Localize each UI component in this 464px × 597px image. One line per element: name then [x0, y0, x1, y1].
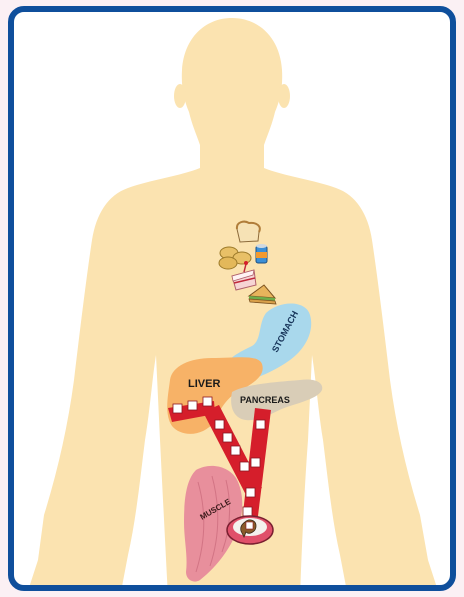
fat-cell-icon — [227, 516, 273, 544]
juice-can-icon — [256, 244, 267, 263]
glucose-cell-icon — [256, 420, 265, 429]
glucose-cell-icon — [223, 433, 232, 442]
glucose-cell-icon — [246, 488, 255, 497]
glucose-cell-icon — [188, 401, 197, 410]
glucose-cell-icon — [240, 462, 249, 471]
glucose-cell-icon — [231, 446, 240, 455]
glucose-cell-icon — [203, 397, 212, 406]
glucose-cell-icon — [243, 507, 252, 516]
liver-label: LIVER — [188, 378, 220, 390]
pancreas-label: PANCREAS — [240, 395, 290, 405]
glucose-cell-icon — [215, 420, 224, 429]
bread-icon — [237, 222, 260, 242]
glucose-cell-icon — [251, 458, 260, 467]
diagram-frame: STOMACH LIVER PANCREAS MUSCLE — [8, 6, 456, 591]
body-diagram: STOMACH LIVER PANCREAS MUSCLE — [8, 6, 456, 591]
glucose-cell-icon — [173, 404, 182, 413]
